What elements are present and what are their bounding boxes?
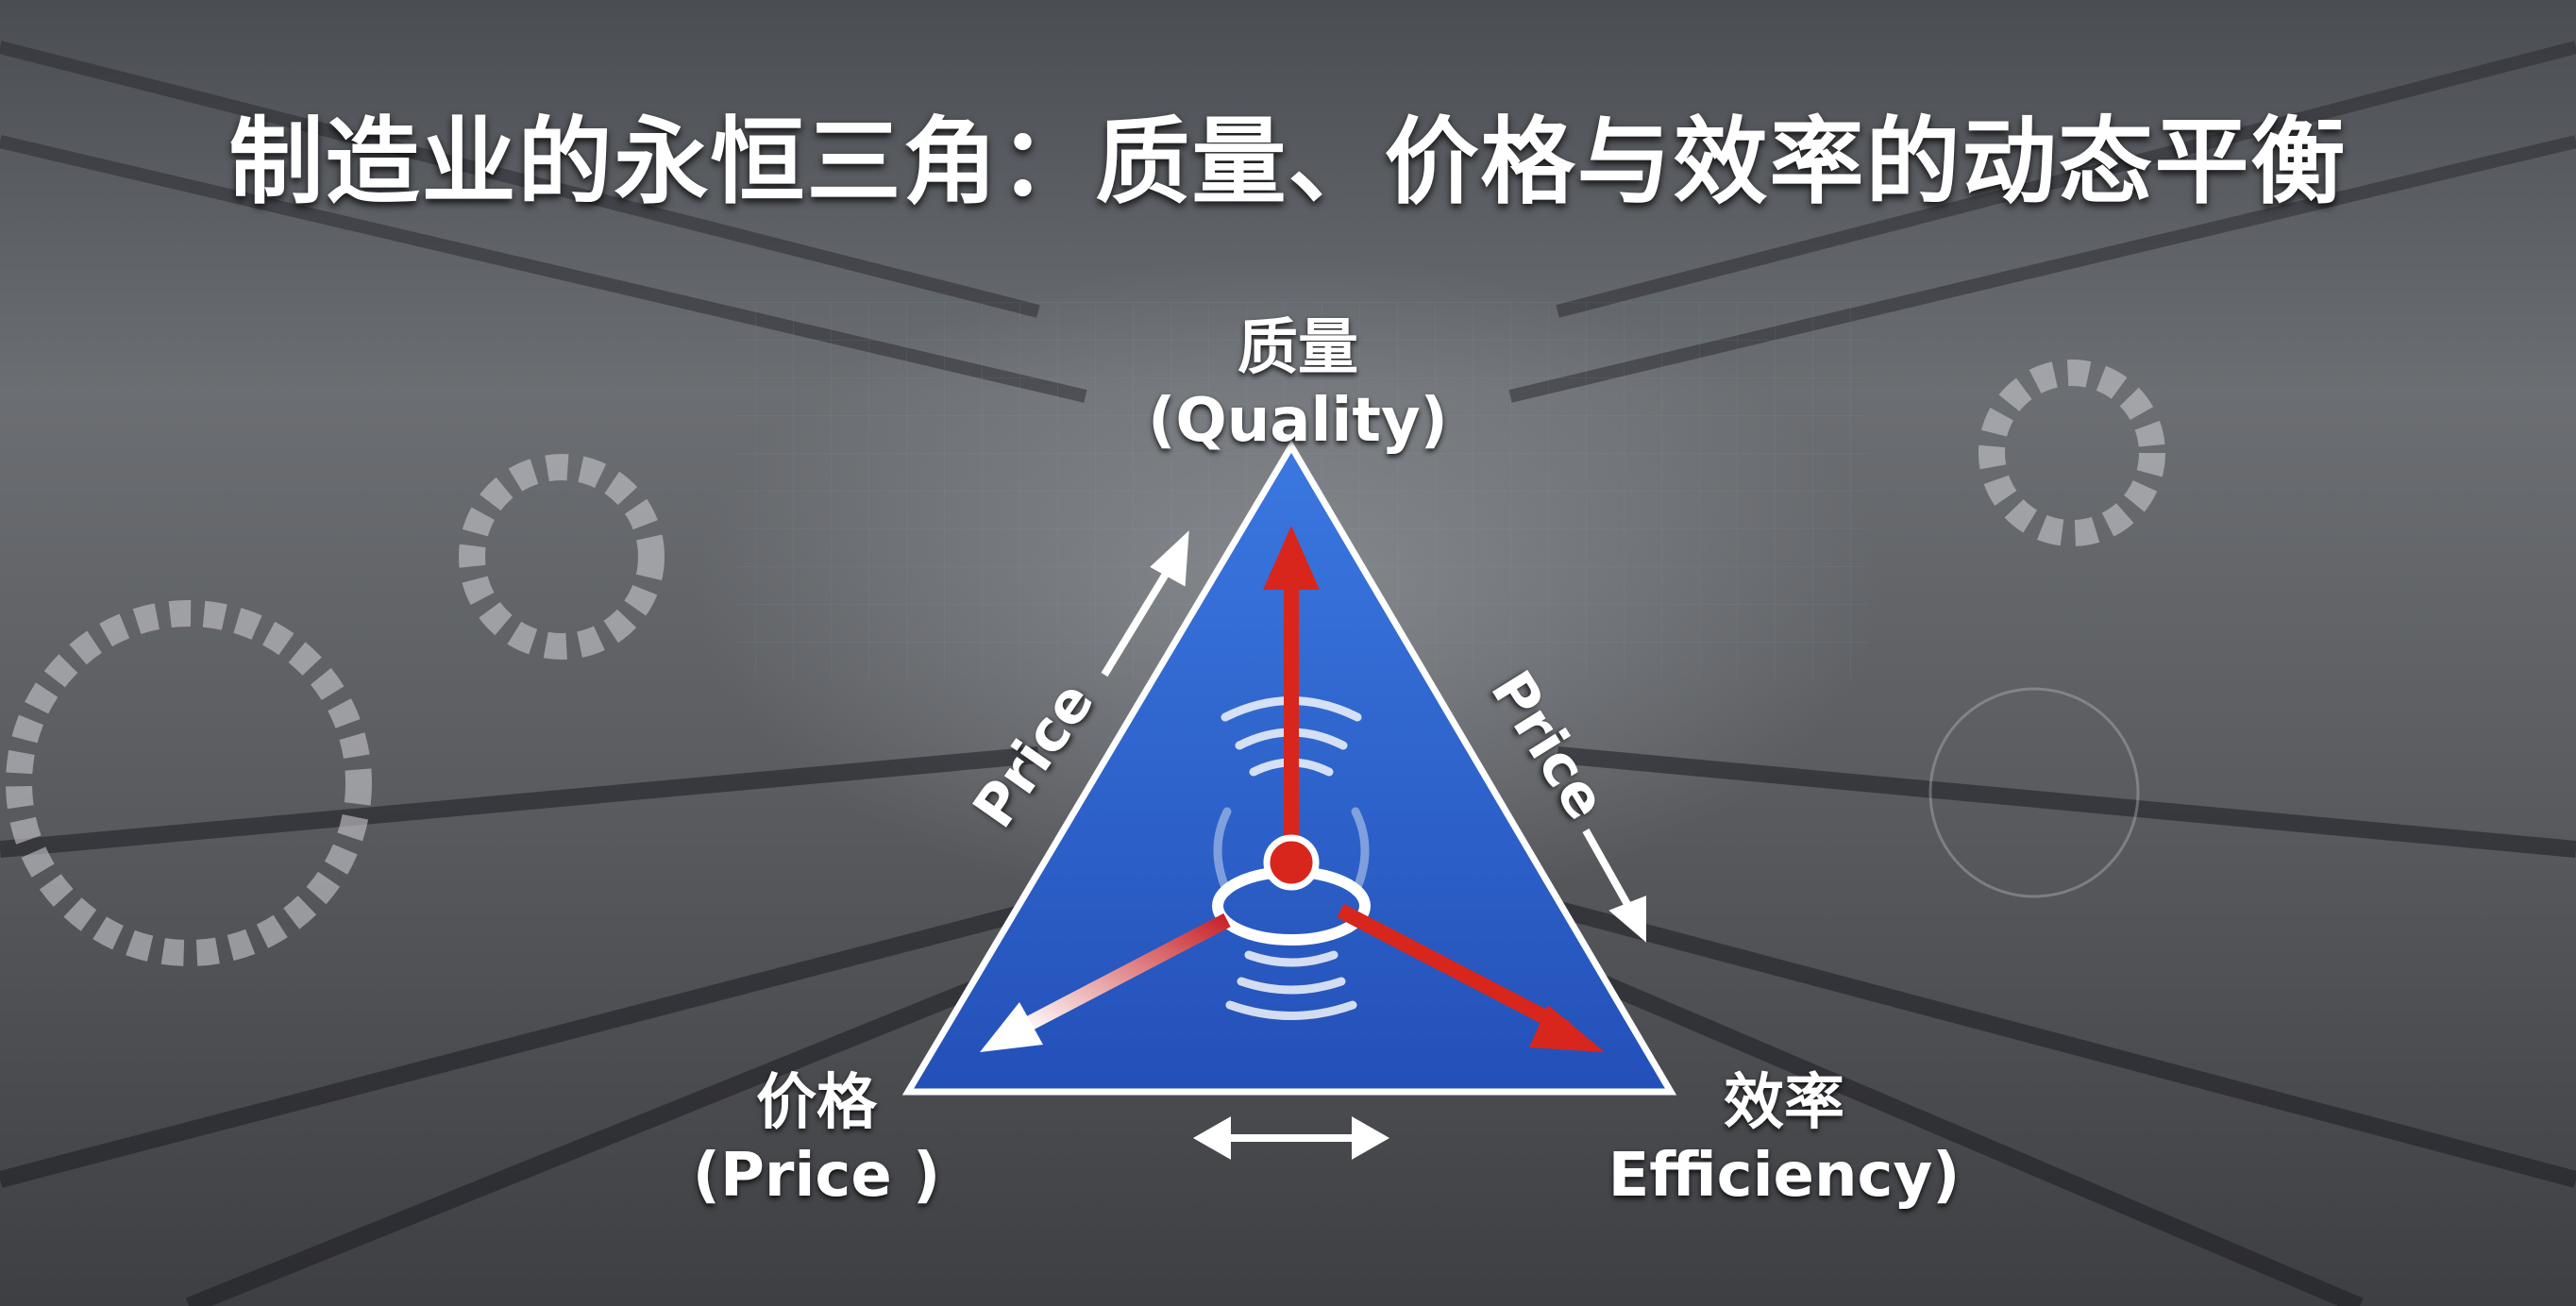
right-side-arrow-icon (1582, 829, 1646, 943)
quality-zh: 质量 (1237, 313, 1358, 383)
left-side-arrow-icon (1101, 530, 1189, 678)
gear-icon (6, 360, 2165, 966)
efficiency-arrow (1337, 903, 1605, 1052)
efficiency-label: 效率 Efficiency) (1608, 1054, 1961, 1211)
price-zh: 价格 (756, 1068, 877, 1138)
price-arrow (980, 913, 1231, 1052)
conveyor-lines (0, 746, 2576, 1306)
center-dot (1263, 834, 1320, 891)
price-en: (Price ) (692, 1141, 941, 1211)
double-arrow-icon (1192, 1116, 1390, 1160)
quality-label: 质量 (Quality) (1148, 299, 1448, 456)
page-title: 制造业的永恒三角：质量、价格与效率的动态平衡 (228, 107, 2348, 217)
quality-arrow (1263, 526, 1320, 859)
efficiency-zh: 效率 (1724, 1068, 1844, 1138)
efficiency-en: Efficiency) (1608, 1141, 1961, 1211)
price-label: 价格 (Price ) (693, 1054, 941, 1211)
quality-en: (Quality) (1148, 386, 1448, 456)
